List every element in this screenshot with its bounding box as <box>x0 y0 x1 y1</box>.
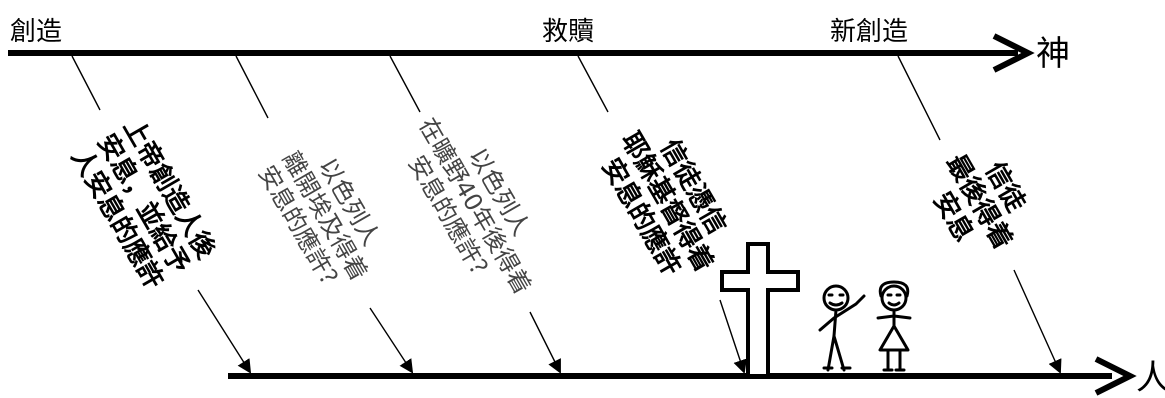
connector-line-3 <box>389 55 560 372</box>
stick-man-icon <box>818 284 866 372</box>
connector-line-2 <box>235 55 412 372</box>
promise-label-4: 信徒憑信 耶穌基督得着 安息的應許 <box>595 126 731 280</box>
marker-creation: 創造 <box>10 17 62 47</box>
man-axis-arrowhead <box>1094 356 1137 396</box>
connector-line-4 <box>577 55 744 372</box>
connector-line-1 <box>71 55 250 372</box>
man-axis-label: 人 <box>1136 358 1165 398</box>
god-axis-arrowhead <box>992 33 1035 73</box>
promise-label-2: 以色列人 離開埃及得着 安息的應許？ <box>253 147 386 300</box>
connector-line-5 <box>897 55 1060 372</box>
promise-label-5: 信徒 最後得着 安息 <box>927 149 1031 255</box>
promise-label-3: 以色列人 在曠野40年後得着 安息的應許？ <box>403 113 537 299</box>
cross-icon <box>720 242 800 378</box>
marker-redemption: 救贖 <box>542 17 594 47</box>
marker-new-creation: 新創造 <box>830 17 908 47</box>
promise-label-1: 上帝創造人後 安息，並給予 人安息的應許 <box>65 113 222 294</box>
god-axis-label: 神 <box>1036 34 1070 74</box>
stick-woman-icon <box>876 280 912 372</box>
